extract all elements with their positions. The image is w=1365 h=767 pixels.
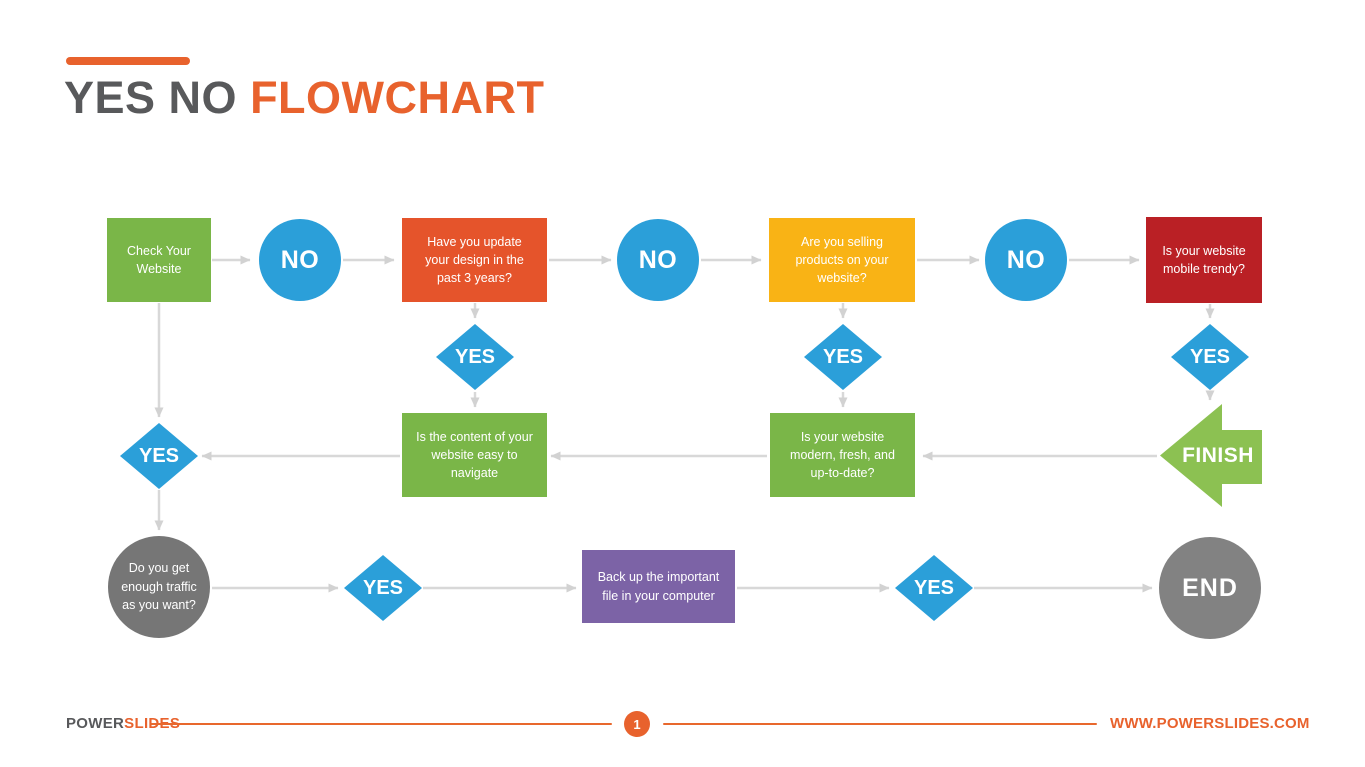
node-finish: FINISH: [1160, 404, 1262, 507]
node-traffic: Do you get enough traffic as you want?: [108, 536, 210, 638]
node-selling-products: Are you selling products on your website…: [769, 218, 915, 302]
node-no-after-check: NO: [259, 219, 341, 301]
node-modern-fresh-label: Is your website modern, fresh, and up-to…: [790, 429, 895, 481]
node-end: END: [1159, 537, 1261, 639]
node-update-design: Have you update your design in the past …: [402, 218, 547, 302]
node-update-design-label: Have you update your design in the past …: [425, 234, 524, 286]
node-finish-label: FINISH: [1182, 443, 1254, 467]
page-number-badge: 1: [624, 711, 650, 737]
footer-divider-right: [663, 723, 1097, 725]
node-modern-fresh: Is your website modern, fresh, and up-to…: [770, 413, 915, 497]
node-yes-after-mobile-label: YES: [1189, 345, 1231, 368]
node-end-label: END: [1182, 573, 1238, 602]
node-backup: Back up the important file in your compu…: [582, 550, 735, 623]
node-yes-after-traffic-label: YES: [362, 576, 404, 599]
node-no-after-update-label: NO: [638, 245, 678, 274]
node-yes-after-selling-label: YES: [822, 345, 864, 368]
node-yes-after-navigate-label: YES: [138, 444, 180, 467]
node-yes-after-update-label: YES: [454, 345, 496, 368]
node-selling-products-label: Are you selling products on your website…: [795, 234, 889, 286]
node-easy-navigate: Is the content of your website easy to n…: [402, 413, 547, 497]
node-check-website-label: Check Your Website: [127, 243, 191, 276]
node-no-after-check-label: NO: [280, 245, 320, 274]
node-easy-navigate-label: Is the content of your website easy to n…: [416, 429, 533, 481]
node-no-after-update: NO: [617, 219, 699, 301]
title-accent-bar: [66, 57, 190, 65]
node-mobile-trendy-label: Is your website mobile trendy?: [1162, 243, 1246, 276]
node-no-after-selling: NO: [985, 219, 1067, 301]
node-mobile-trendy: Is your website mobile trendy?: [1146, 217, 1262, 303]
node-check-website: Check Your Website: [107, 218, 211, 302]
footer-logo-part1: POWER: [66, 715, 125, 732]
footer-divider-left: [150, 723, 612, 725]
page-number: 1: [633, 716, 641, 732]
footer-website-link[interactable]: WWW.POWERSLIDES.COM: [1110, 715, 1310, 732]
node-backup-label: Back up the important file in your compu…: [597, 570, 720, 603]
node-traffic-label: Do you get enough traffic as you want?: [121, 560, 197, 613]
page-title-highlight: FLOWCHART: [250, 72, 545, 123]
page-title-prefix: YES NO: [64, 72, 251, 123]
finish-arrow-shape: [1160, 404, 1262, 507]
node-no-after-selling-label: NO: [1006, 245, 1046, 274]
connectors: [154, 255, 1215, 593]
footer-logo: POWERSLIDES: [66, 715, 180, 732]
node-yes-after-backup-label: YES: [913, 576, 955, 599]
page-title: YES NO FLOWCHART: [64, 72, 545, 124]
